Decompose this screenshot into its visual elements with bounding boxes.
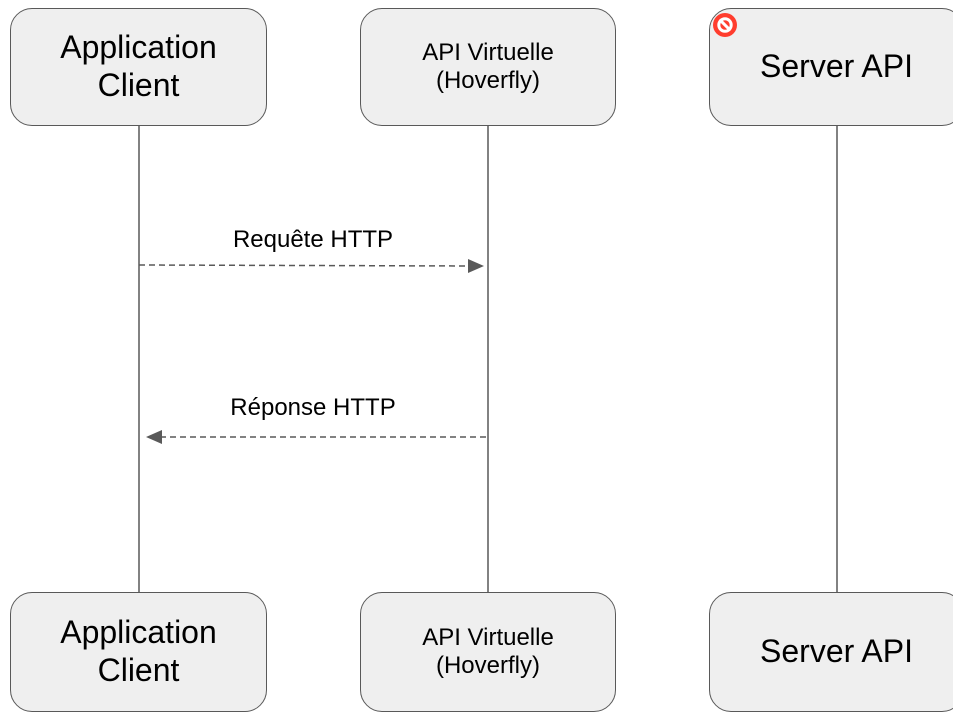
participant-virtual-bottom-line1: API Virtuelle [422, 623, 554, 651]
response-arrowhead [146, 430, 162, 444]
participant-client-bottom-line1: Application [60, 614, 217, 651]
participant-server-bottom[interactable]: Server API [709, 592, 953, 712]
participant-virtual-line1: API Virtuelle [422, 38, 554, 66]
participant-virtual-bottom[interactable]: API Virtuelle (Hoverfly) [360, 592, 616, 712]
request-arrow-line [138, 264, 471, 267]
participant-server-line1: Server API [760, 48, 913, 85]
participant-server-bottom-line1: Server API [760, 633, 913, 670]
participant-virtual-bottom-line2: (Hoverfly) [435, 652, 540, 679]
request-label: Requête HTTP [232, 226, 394, 253]
participant-virtual-line2: (Hoverfly) [435, 67, 540, 94]
participant-client-bottom[interactable]: Application Client [10, 592, 267, 712]
blocked-icon [713, 13, 737, 37]
response-label: Réponse HTTP [230, 394, 396, 421]
participant-client-line1: Application [60, 29, 217, 66]
participant-virtual-top[interactable]: API Virtuelle (Hoverfly) [360, 8, 616, 126]
request-arrowhead [468, 259, 484, 273]
participant-client-bottom-line2: Client [97, 652, 180, 688]
participant-client-top[interactable]: Application Client [10, 8, 267, 126]
participant-server-top[interactable]: Server API [709, 8, 953, 126]
participant-client-line2: Client [97, 67, 180, 103]
